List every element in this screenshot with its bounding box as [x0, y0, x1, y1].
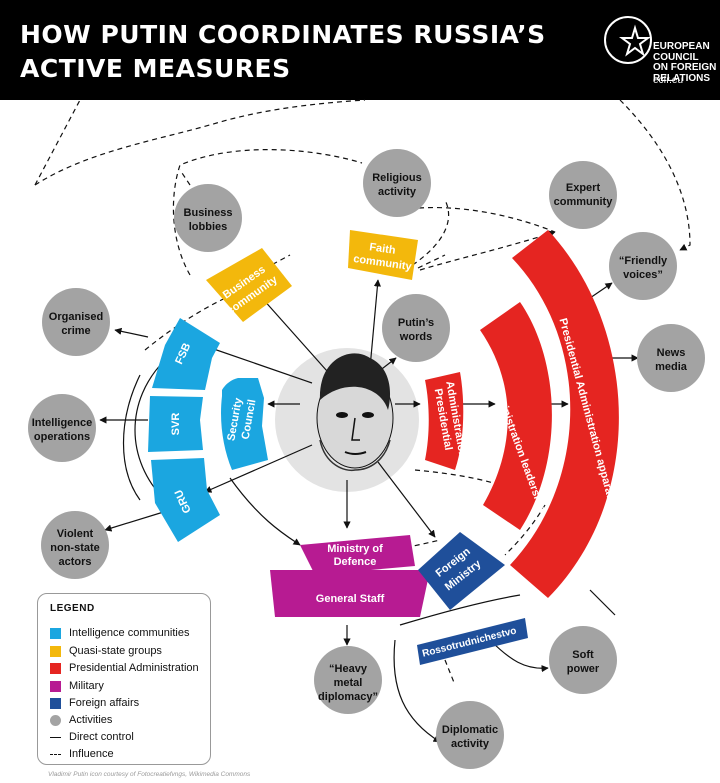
star-in-circle-icon [604, 16, 652, 64]
organised-crime-label: Organised [49, 311, 103, 323]
faith-community-block [348, 230, 418, 280]
legend-item: Foreign affairs [50, 696, 139, 710]
header-banner: HOW PUTIN COORDINATES RUSSIA’S ACTIVE ME… [0, 0, 720, 100]
friendly-voices-circle [609, 232, 677, 300]
image-credit: Vladimir Putin icon courtesy of Fotocrea… [48, 771, 251, 778]
business-lobbies-label: lobbies [189, 221, 228, 233]
religious-activity-circle [363, 149, 431, 217]
violent-actors-circle [41, 511, 109, 579]
ministry-of-defence-block [300, 535, 415, 575]
legend-label: Influence [69, 748, 114, 760]
legend-solid-line [50, 736, 61, 738]
news-media-circle [637, 324, 705, 392]
foreign-ministry-block [418, 532, 505, 610]
violent-actors-label: non-state [50, 542, 100, 554]
legend-item: Activities [50, 713, 112, 727]
legend-dashed-line [50, 753, 61, 755]
legend-label: Quasi-state groups [69, 645, 162, 657]
svr-label: SVR [170, 413, 182, 436]
gru-block [151, 458, 220, 542]
logo-line: RELATIONS [653, 72, 711, 84]
putins-words-label: Putin’s [398, 317, 434, 329]
legend-swatch [50, 697, 61, 709]
heavy-metal-label: metal [334, 677, 363, 689]
heavy-metal-label: “Heavy [329, 663, 368, 675]
heavy-metal-label: diplomacy” [318, 691, 378, 703]
diplomatic-activity-circle [436, 701, 504, 769]
ministry-of-defence-label: Defence [334, 556, 377, 568]
intelligence-operations-label: operations [34, 431, 90, 443]
legend-swatch [50, 645, 61, 657]
intelligence-operations-label: Intelligence [32, 417, 93, 429]
organised-crime-label: crime [61, 325, 90, 337]
svr-block [148, 396, 203, 452]
legend-item: Direct control [50, 730, 134, 744]
putins-words-circle [382, 294, 450, 362]
legend: LEGEND Intelligence communities Quasi-st… [37, 593, 211, 765]
general-staff-block [270, 570, 430, 617]
legend-label: Presidential Administration [69, 662, 199, 674]
legend-label: Intelligence communities [69, 627, 190, 639]
legend-item: Influence [50, 747, 114, 761]
legend-swatch [50, 680, 61, 692]
soft-power-label: power [567, 663, 600, 675]
legend-swatch [50, 714, 61, 726]
expert-community-label: Expert [566, 182, 601, 194]
violent-actors-label: Violent [57, 528, 94, 540]
soft-power-label: Soft [572, 649, 594, 661]
ministry-of-defence-label: Ministry of [327, 543, 383, 555]
friendly-voices-label: voices” [623, 269, 663, 281]
legend-label: Military [69, 680, 104, 692]
legend-label: Foreign affairs [69, 697, 140, 709]
fsb-block [152, 318, 220, 390]
business-lobbies-circle [174, 184, 242, 252]
legend-item: Intelligence communities [50, 626, 189, 640]
business-community-block [206, 248, 292, 322]
diplomatic-activity-label: Diplomatic [442, 724, 498, 736]
page-title-line-2: ACTIVE MEASURES [20, 54, 291, 83]
logo-url: ecfr.eu [653, 75, 684, 86]
rossotrudnichestvo-block [417, 618, 528, 665]
news-media-label: media [655, 361, 688, 373]
legend-item: Military [50, 679, 104, 693]
logo-line: EUROPEAN [653, 41, 710, 52]
violent-actors-label: actors [58, 556, 91, 568]
religious-activity-label: activity [378, 186, 417, 198]
security-council-block [221, 378, 268, 470]
business-lobbies-label: Business [184, 207, 233, 219]
general-staff-label: General Staff [316, 593, 385, 605]
organised-crime-circle [42, 288, 110, 356]
logo-line: COUNCIL [653, 51, 699, 63]
expert-community-circle [549, 161, 617, 229]
presidential-apparatus-band [510, 230, 619, 598]
faith-community-label: Faith [369, 241, 397, 257]
legend-item: Presidential Administration [50, 661, 199, 675]
news-media-label: News [657, 347, 686, 359]
direct-control-lines [99, 279, 639, 743]
heavy-metal-circle [314, 646, 382, 714]
legend-swatch [50, 627, 61, 639]
influence-lines [34, 99, 691, 686]
intelligence-band [148, 318, 268, 542]
friendly-voices-label: “Friendly [619, 255, 668, 267]
expert-community-label: community [554, 196, 614, 208]
logo-line: ON FOREIGN [653, 62, 717, 73]
legend-label: Activities [69, 714, 113, 726]
intelligence-operations-circle [28, 394, 96, 462]
logo-wordmark: EUROPEAN COUNCIL ON FOREIGN RELATIONS [653, 41, 717, 84]
religious-activity-label: Religious [372, 172, 422, 184]
presidential-leadership-band [480, 302, 552, 530]
legend-label: Direct control [69, 731, 134, 743]
putins-words-label: words [399, 331, 432, 343]
putin-portrait [316, 353, 394, 472]
presidential-administration-block [425, 372, 464, 470]
page-title-line-1: HOW PUTIN COORDINATES RUSSIA’S [20, 20, 546, 49]
legend-swatch [50, 662, 61, 674]
diplomatic-activity-label: activity [451, 738, 490, 750]
legend-title: LEGEND [50, 603, 95, 614]
soft-power-circle [549, 626, 617, 694]
activity-circles [28, 149, 705, 769]
legend-item: Quasi-state groups [50, 644, 162, 658]
